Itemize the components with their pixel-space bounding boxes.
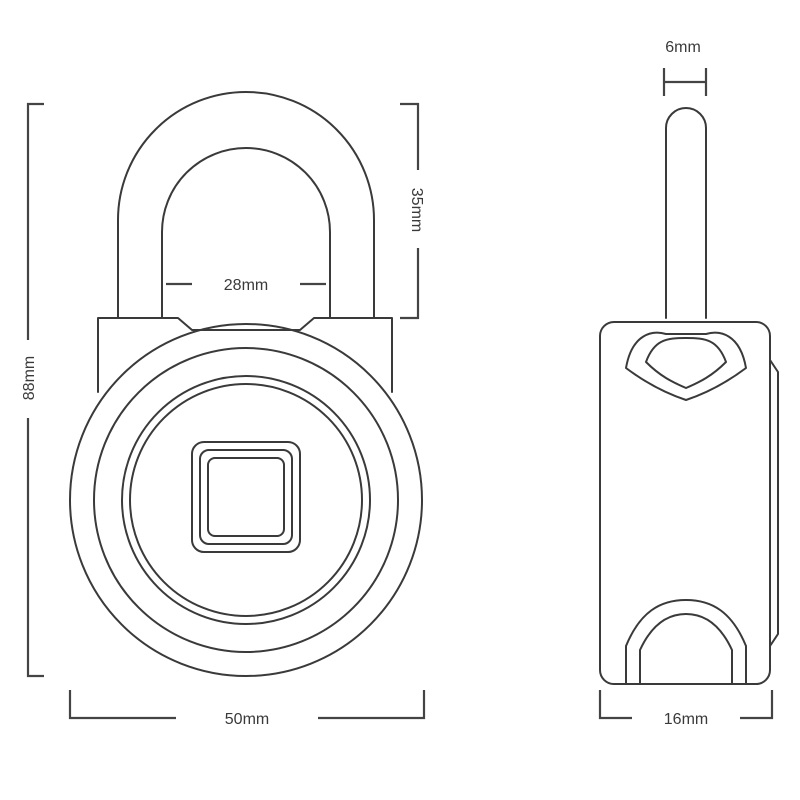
side-bottom-arch-inner	[639, 613, 733, 685]
label-shackle-height: 35mm	[408, 188, 425, 232]
front-view	[69, 91, 423, 677]
front-body-top	[97, 317, 393, 393]
label-shackle-inner-width: 28mm	[224, 277, 268, 294]
label-body-width: 50mm	[225, 711, 269, 728]
side-shackle-collar-inner	[645, 337, 727, 389]
side-bottom-arch	[625, 599, 747, 685]
dimension-total-height: 88mm	[14, 102, 44, 678]
fingerprint-sensor-icon	[191, 441, 301, 553]
side-view	[599, 107, 779, 685]
label-total-height: 88mm	[21, 356, 38, 400]
front-ring-3	[121, 375, 371, 625]
side-shackle	[665, 107, 707, 319]
side-shackle-collar	[625, 331, 747, 401]
front-ring-4	[129, 383, 363, 617]
dimension-shackle-inner-width: 28mm	[166, 277, 326, 294]
front-shackle	[117, 91, 375, 319]
side-body	[599, 321, 771, 685]
label-body-depth: 16mm	[664, 711, 708, 728]
front-ring-2	[93, 347, 399, 653]
dimension-shackle-diameter: 6mm	[662, 39, 708, 96]
label-shackle-diameter: 6mm	[665, 39, 701, 56]
dimension-body-depth: 16mm	[598, 690, 774, 728]
dimension-shackle-height: 35mm	[400, 102, 432, 320]
front-outer-ring	[69, 323, 423, 677]
dimension-body-width: 50mm	[68, 690, 426, 728]
side-rim	[769, 359, 779, 647]
